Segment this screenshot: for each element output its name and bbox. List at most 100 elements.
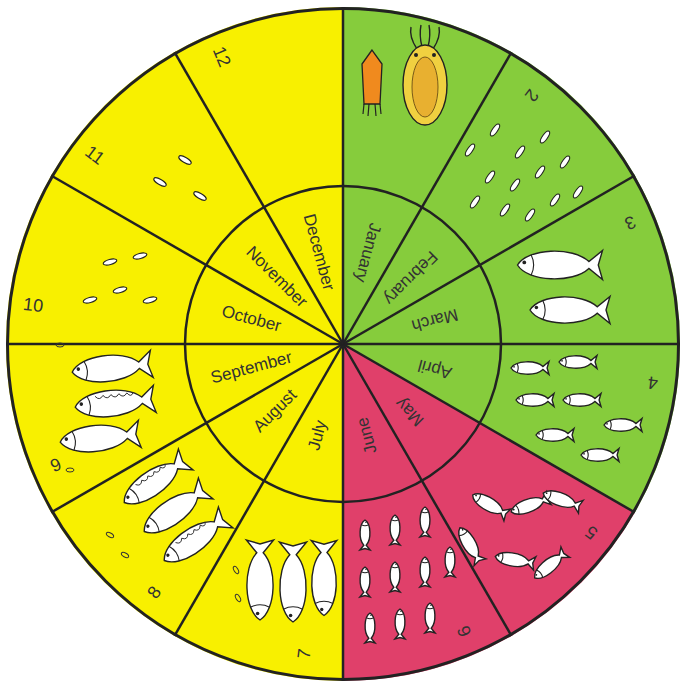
illustration-part — [143, 296, 158, 305]
month-sector: August — [248, 384, 303, 439]
month-label: November — [239, 240, 312, 313]
illustration-part — [549, 193, 561, 207]
illustration-part — [425, 603, 435, 633]
sector-divider — [343, 343, 680, 346]
catch-segment: 5 — [580, 519, 604, 545]
illustration-part — [390, 515, 400, 545]
illustration-part — [454, 524, 486, 565]
illustration-part — [363, 104, 381, 116]
minnow-school — [83, 123, 585, 305]
month-label: August — [248, 384, 303, 439]
cuttlefish — [403, 25, 447, 125]
illustration-part — [494, 550, 536, 570]
month-label: April — [414, 354, 456, 384]
month-number: 2 — [518, 83, 544, 107]
illustration-part — [121, 551, 130, 558]
illustration-part — [106, 531, 115, 538]
illustration-part — [56, 343, 64, 347]
catch-segment: 9 — [45, 453, 66, 479]
squid — [362, 50, 382, 116]
illustration-part — [509, 178, 521, 192]
catch-segment: 11 — [78, 141, 109, 172]
illustration-part — [153, 176, 168, 188]
month-label: June — [352, 413, 383, 458]
illustration-part — [59, 420, 141, 455]
month-number: 12 — [206, 41, 235, 72]
illustration-part — [516, 394, 554, 407]
sector-divider — [51, 176, 343, 345]
catch-segment: 8 — [142, 581, 168, 605]
month-sector: April — [414, 354, 456, 384]
illustration-part — [539, 130, 551, 144]
month-label: January — [349, 218, 386, 286]
month-sector: March — [407, 303, 462, 336]
month-label: September — [206, 347, 296, 390]
month-sector: September — [206, 347, 296, 390]
illustration-part — [559, 155, 571, 169]
month-label: May — [390, 391, 430, 431]
illustration-part — [133, 252, 148, 261]
sector-divider — [175, 52, 344, 344]
illustration-part — [534, 165, 546, 179]
illustration-part — [360, 567, 370, 597]
illustration-part — [412, 57, 438, 117]
month-number: 6 — [452, 620, 478, 641]
illustration-part — [74, 385, 156, 420]
illustration-part — [536, 429, 574, 442]
illustration-part — [414, 53, 418, 57]
illustration-part — [71, 350, 153, 385]
illustration-part — [395, 609, 405, 639]
month-sector — [175, 7, 344, 344]
illustration-part — [541, 487, 583, 513]
illustration-part — [193, 190, 208, 202]
month-number: 3 — [619, 209, 640, 235]
illustration-part — [232, 566, 239, 575]
month-sector: December — [298, 210, 339, 295]
illustration-part — [518, 251, 603, 280]
sector-divider — [342, 7, 345, 344]
illustration-part — [530, 547, 569, 583]
month-label: December — [298, 210, 339, 295]
illustration-part — [514, 145, 526, 159]
illustration-part — [581, 449, 619, 462]
catch-segment: 6 — [452, 620, 478, 641]
illustration-part — [279, 542, 306, 622]
month-number: 8 — [142, 581, 168, 605]
month-label: February — [377, 244, 443, 310]
illustration-part — [563, 394, 601, 407]
illustration-part — [530, 296, 610, 323]
month-number: 9 — [45, 453, 66, 479]
illustration-part — [524, 208, 536, 222]
illustration-part — [103, 258, 118, 267]
illustration-part — [113, 286, 128, 295]
sector-divider — [343, 176, 635, 345]
month-sector — [343, 176, 680, 345]
illustration-part — [234, 594, 241, 603]
month-number: 7 — [293, 645, 316, 662]
outer-ring — [8, 9, 679, 680]
illustration-part — [469, 195, 481, 209]
illustration-part — [489, 123, 501, 137]
month-sector: July — [304, 417, 333, 455]
illustration-part — [420, 507, 430, 537]
catch-segment: 4 — [644, 370, 661, 393]
illustration-part — [360, 520, 370, 550]
sector-divider — [343, 344, 635, 513]
sector-divider — [343, 344, 512, 636]
illustration-part — [403, 45, 447, 125]
illustration-part — [499, 203, 511, 217]
catch-segment: 7 — [293, 645, 316, 662]
illustration-part — [484, 170, 496, 184]
illustration-part — [390, 562, 400, 592]
illustration-part — [362, 50, 382, 104]
catch-segment: 2 — [518, 83, 544, 107]
month-sector — [343, 344, 512, 681]
illustration-part — [178, 154, 193, 166]
month-label: July — [304, 417, 333, 455]
month-sector — [6, 344, 343, 513]
illustration-part — [311, 541, 337, 616]
month-sector: May — [390, 391, 430, 431]
